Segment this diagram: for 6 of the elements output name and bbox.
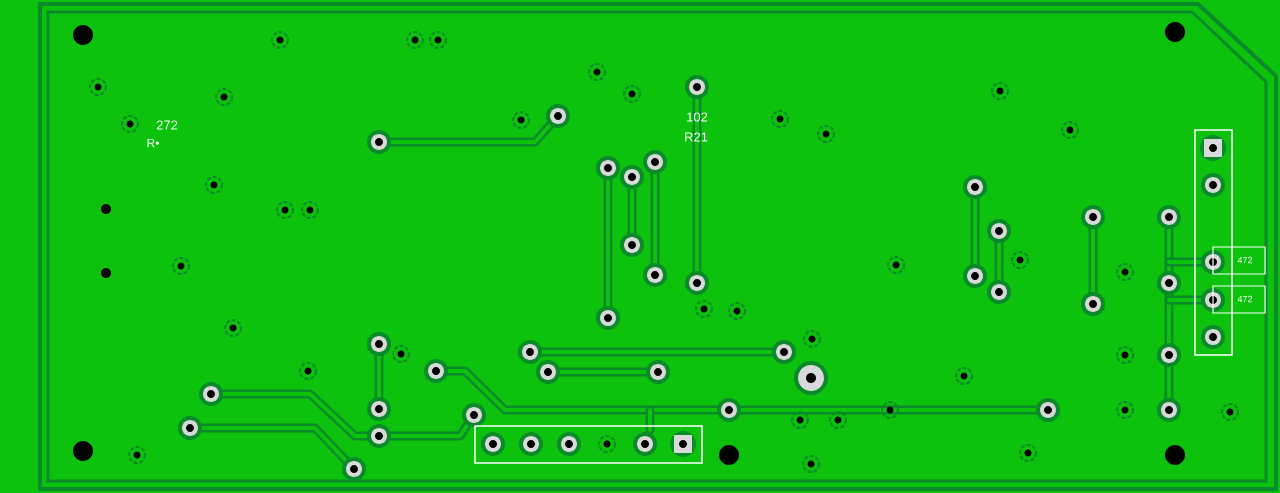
silkscreen-label: 102 bbox=[687, 112, 708, 122]
silkscreen-label: 272 bbox=[156, 120, 178, 130]
silkscreen-label: R• bbox=[147, 138, 159, 148]
silkscreen-label: R21 bbox=[685, 132, 708, 142]
silkscreen-label: 472 bbox=[1237, 256, 1253, 264]
silkscreen-label: 472 bbox=[1237, 295, 1253, 303]
